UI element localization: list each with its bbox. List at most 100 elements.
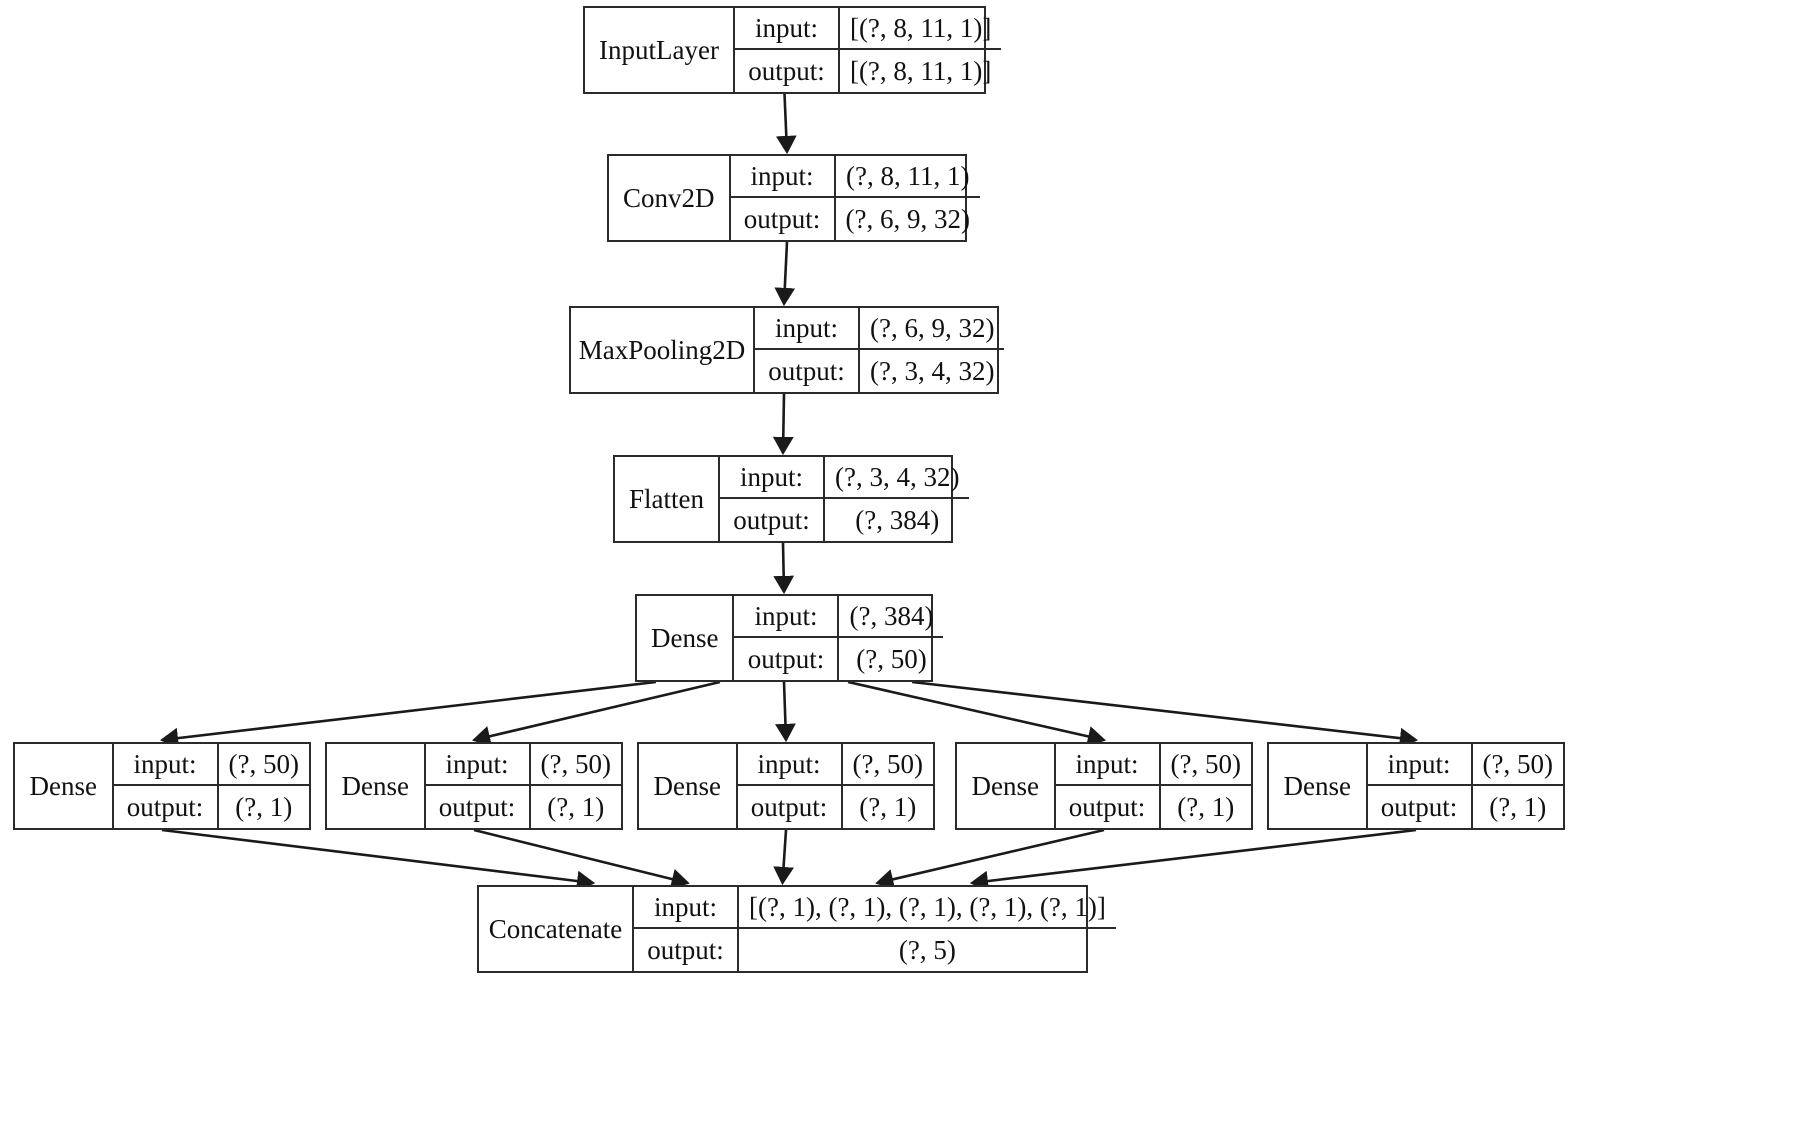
layer-output-label: output: xyxy=(114,786,219,828)
layer-output-shape: (?, 384) xyxy=(855,504,940,535)
layer-output-label: output: xyxy=(1056,786,1161,828)
layer-input-label: input: xyxy=(738,744,843,784)
edge-dense-shared-to-dense-branch-4 xyxy=(847,680,1107,747)
edge-dense-branch-2-to-concatenate xyxy=(473,828,690,890)
layer-output-shape: (?, 50) xyxy=(856,643,927,674)
layer-input-shape: [(?, 1), (?, 1), (?, 1), (?, 1), (?, 1)] xyxy=(749,891,1106,922)
layer-input-row: input: (?, 50) xyxy=(425,744,621,786)
edge-dense-shared-to-dense-branch-1 xyxy=(159,680,657,749)
layer-output-label: output: xyxy=(731,198,836,240)
layer-output-shape: (?, 5) xyxy=(898,934,956,965)
layer-input-label: input: xyxy=(1368,744,1473,784)
layer-type-label: Concatenate xyxy=(479,887,634,971)
layer-io-table: input: (?, 8, 11, 1) output: (?, 6, 9, 32) xyxy=(730,156,980,240)
layer-output-label: output: xyxy=(738,786,843,828)
layer-input-label: input: xyxy=(755,308,860,348)
layer-output-label: output: xyxy=(755,350,860,392)
layer-input-label: input: xyxy=(1056,744,1161,784)
layer-io-table: input:[(?, 8, 11, 1)]output:[(?, 8, 11, … xyxy=(734,8,1002,92)
layer-type-label: InputLayer xyxy=(585,8,735,92)
edge-dense-shared-to-dense-branch-2 xyxy=(471,680,721,747)
layer-output-shape: (?, 1) xyxy=(1177,791,1235,822)
layer-input-row: input: (?, 50) xyxy=(737,744,933,786)
layer-input-label: input: xyxy=(735,8,840,48)
layer-output-shape: (?, 1) xyxy=(1489,791,1547,822)
layer-type-label: Dense xyxy=(637,596,735,680)
layer-output-label: output: xyxy=(734,638,840,680)
edge-dense-branch-4-to-concatenate xyxy=(875,828,1105,890)
layer-input-shape: (?, 50) xyxy=(228,748,299,779)
layer-input-row: input:(?, 3, 4, 32) xyxy=(720,457,970,499)
layer-input-shape: (?, 6, 9, 32) xyxy=(870,312,995,343)
layer-input-shape: (?, 50) xyxy=(852,748,923,779)
layer-output-shape: (?, 1) xyxy=(859,791,917,822)
layer-input-row: input: [(?, 1), (?, 1), (?, 1), (?, 1), (… xyxy=(634,887,1116,929)
layer-input-shape: (?, 50) xyxy=(540,748,611,779)
layer-input-shape: (?, 8, 11, 1) xyxy=(846,160,970,191)
layer-output-row: output: (?, 1) xyxy=(1056,786,1251,828)
layer-type-label: Conv2D xyxy=(609,156,731,240)
edge-dense-branch-3-to-concatenate xyxy=(773,829,794,886)
layer-output-row: output: (?, 50) xyxy=(734,638,943,680)
layer-input-row: input: (?, 8, 11, 1) xyxy=(730,156,980,198)
layer-input-label: input: xyxy=(734,596,840,636)
layer-input-row: input: (?, 50) xyxy=(1367,744,1563,786)
layer-type-label: Dense xyxy=(327,744,426,828)
layer-input-row: input: [(?, 8, 11, 1)] xyxy=(734,8,1002,50)
edge-flatten-to-dense-shared xyxy=(773,542,795,595)
layer-output-row: output: (?, 1) xyxy=(738,786,933,828)
layer-input-shape: (?, 3, 4, 32) xyxy=(835,461,960,492)
layer-output-shape: (?, 6, 9, 32) xyxy=(845,203,970,234)
layer-output-shape: (?, 1) xyxy=(547,791,605,822)
layer-io-table: input:(?, 3, 4, 32)output: (?, 384) xyxy=(720,457,970,541)
layer-input-row: input: (?, 384) xyxy=(734,596,944,638)
layer-input-shape: [(?, 8, 11, 1)] xyxy=(849,12,992,43)
layer-output-row: output:(?, 5) xyxy=(634,929,1116,971)
layer-output-shape: (?, 1) xyxy=(235,791,293,822)
layer-output-label: output: xyxy=(720,499,825,541)
layer-input-shape: (?, 50) xyxy=(1482,748,1553,779)
layer-output-row: output:(?, 3, 4, 32) xyxy=(755,350,1004,392)
layer-input-row: input:(?, 50) xyxy=(1055,744,1251,786)
layer-input-label: input: xyxy=(426,744,531,784)
layer-output-label: output: xyxy=(426,786,531,828)
edge-dense-shared-to-dense-branch-3 xyxy=(775,681,796,743)
layer-output-row: output: (?, 1) xyxy=(114,786,309,828)
layer-type-label: Dense xyxy=(957,744,1056,828)
layer-input-label: input: xyxy=(114,744,219,784)
layer-input-label: input: xyxy=(634,887,739,927)
layer-input-label: input: xyxy=(731,156,836,196)
layer-output-row: output: (?, 6, 9, 32) xyxy=(731,198,980,240)
layer-input-shape: (?, 384) xyxy=(849,600,934,631)
layer-io-table: input: [(?, 1), (?, 1), (?, 1), (?, 1), (… xyxy=(634,887,1116,971)
layer-input-row: input: (?, 50) xyxy=(113,744,309,786)
layer-type-label: Dense xyxy=(639,744,738,828)
layer-io-table: input:(?, 50)output: (?, 1) xyxy=(1055,744,1251,828)
edge-dense-branch-5-to-concatenate xyxy=(969,828,1417,892)
layer-input-row: input: (?, 6, 9, 32) xyxy=(755,308,1005,350)
edge-maxpooling2d-to-flatten xyxy=(772,393,794,456)
layer-output-row: output: (?, 1) xyxy=(426,786,621,828)
layer-output-shape: [(?, 8, 11, 1)] xyxy=(849,55,992,86)
layer-io-table: input: (?, 384) output: (?, 50) xyxy=(734,596,944,680)
layer-output-label: output: xyxy=(1368,786,1473,828)
layer-type-label: Dense xyxy=(15,744,114,828)
edge-conv2d-to-maxpooling2d xyxy=(774,241,796,307)
edge-dense-shared-to-dense-branch-5 xyxy=(911,680,1419,749)
layer-output-row: output: (?, 384) xyxy=(720,499,969,541)
layer-output-row: output: (?, 1) xyxy=(1368,786,1563,828)
layer-output-row: output:[(?, 8, 11, 1)] xyxy=(735,50,1001,92)
layer-io-table: input: (?, 50) output: (?, 1) xyxy=(425,744,621,828)
edge-input-layer-to-conv2d xyxy=(775,93,797,155)
layer-io-table: input: (?, 50) output: (?, 1) xyxy=(1367,744,1563,828)
